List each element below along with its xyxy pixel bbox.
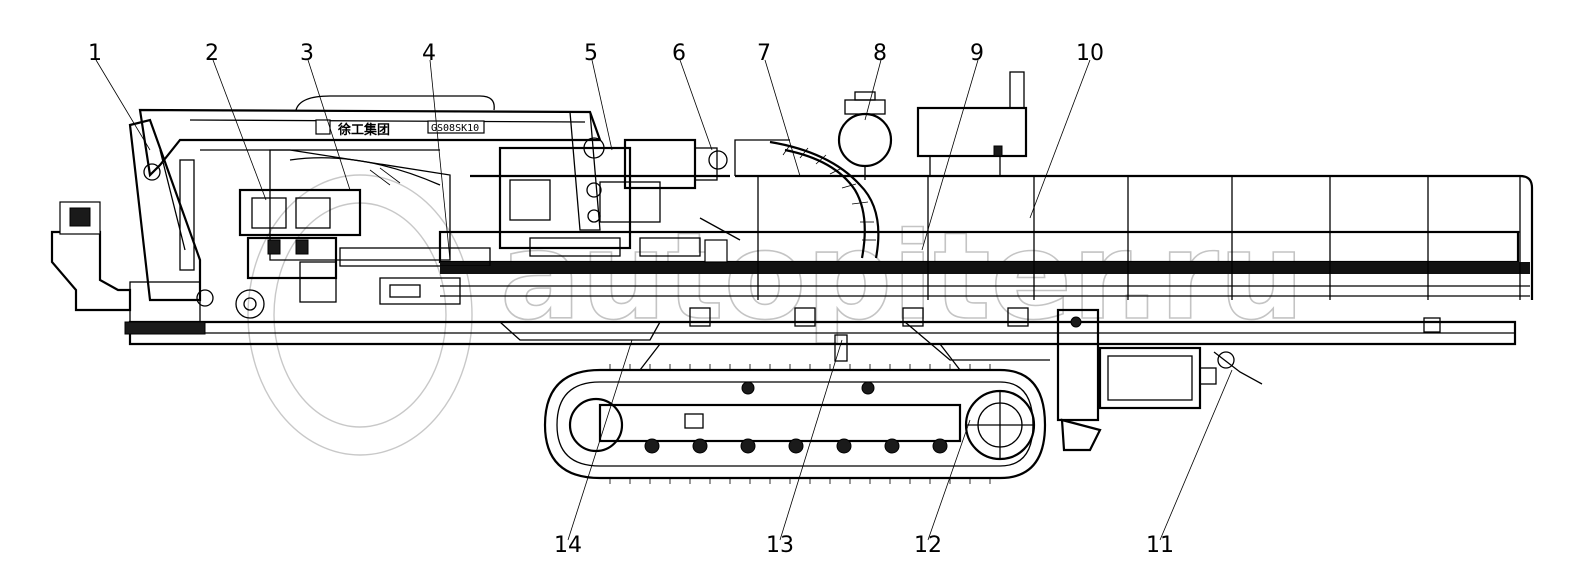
track-rollers: [644, 381, 948, 454]
callout-6: 6: [672, 41, 686, 66]
watermark: autopiter.ru: [247, 174, 1305, 456]
callout-12: 12: [914, 533, 942, 558]
crane-model-text: GS08SK10: [431, 123, 479, 134]
left-base: [50, 201, 265, 335]
callout-14: 14: [554, 533, 582, 558]
callout-labels: 1 2 3 4 5 6 7 8 9 10 11 12 13 14: [88, 41, 1174, 558]
callout-10: 10: [1076, 41, 1104, 66]
callout-4: 4: [422, 41, 436, 66]
callout-1: 1: [88, 41, 102, 66]
callout-2: 2: [205, 41, 219, 66]
crane-arm: 徐工集团 GS08SK10: [128, 95, 605, 302]
callout-11: 11: [1146, 533, 1174, 558]
callout-9: 9: [970, 41, 984, 66]
engine-block: [238, 188, 500, 305]
callout-5: 5: [584, 41, 598, 66]
leader-lines: [95, 59, 1233, 541]
crawler-track: [543, 334, 1047, 484]
rear-box: [1056, 308, 1263, 452]
callout-7: 7: [757, 41, 771, 66]
crane-brand-text: 徐工集团: [337, 122, 390, 138]
callout-8: 8: [873, 41, 887, 66]
deck-brackets: [689, 307, 1441, 333]
power-head: [470, 138, 741, 263]
callout-13: 13: [766, 533, 794, 558]
filter-tank: [837, 71, 1028, 180]
watermark-text: autopiter.ru: [500, 208, 1304, 347]
callout-3: 3: [300, 41, 314, 66]
hose: [769, 140, 880, 259]
